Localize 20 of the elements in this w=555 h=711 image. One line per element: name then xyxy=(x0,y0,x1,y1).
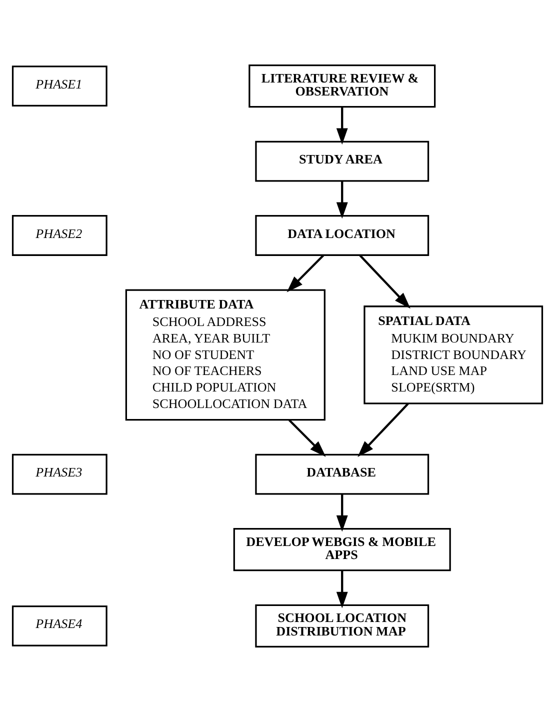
node-box: ATTRIBUTE DATA SCHOOL ADDRESS AREA, YEAR BUILT NO OF STUDENT NO OF TEACHERS CHILD POPULATION SCHOOLLOCATION DATA xyxy=(125,288,326,420)
node-box: LITERATURE REVIEW & OBSERVATION xyxy=(248,64,436,108)
arrow xyxy=(336,494,348,532)
node-box: PHASE3 xyxy=(12,453,108,494)
arrow xyxy=(358,402,409,456)
arrow xyxy=(288,418,326,456)
node-box: PHASE1 xyxy=(12,65,108,106)
node-box: DATABASE xyxy=(255,453,430,494)
arrow xyxy=(359,254,410,308)
node-box: SPATIAL DATA MUKIM BOUNDARY DISTRICT BOUNDARY LAND USE MAP SLOPE(SRTM) xyxy=(364,305,544,404)
node-box: PHASE2 xyxy=(12,214,108,256)
arrow xyxy=(336,180,348,218)
node-box: DATA LOCATION xyxy=(255,214,430,256)
arrow xyxy=(286,254,324,292)
node-box: DEVELOP WEBGIS & MOBILE APPS xyxy=(233,528,451,571)
node-box: PHASE4 xyxy=(12,604,108,646)
arrow xyxy=(336,106,348,144)
node-box: SCHOOL LOCATION DISTRIBUTION MAP xyxy=(255,604,430,647)
arrow xyxy=(336,570,348,608)
node-box: STUDY AREA xyxy=(255,140,430,182)
